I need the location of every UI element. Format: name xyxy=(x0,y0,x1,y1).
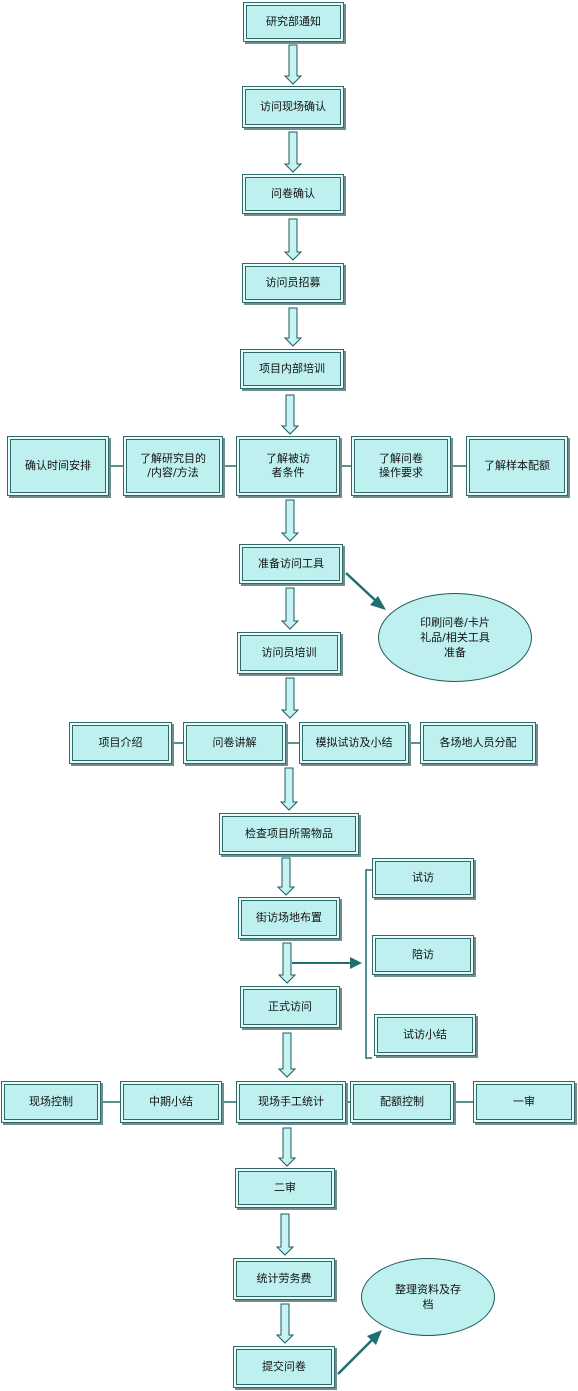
side-midterm-summary: 中期小结 xyxy=(120,1081,222,1123)
side-site-control: 现场控制 xyxy=(1,1081,101,1123)
step-check-items: 检查项目所需物品 xyxy=(219,813,359,855)
down-arrow-13 xyxy=(275,1213,295,1256)
step-interviewer-recruit: 访问员招募 xyxy=(242,263,344,303)
down-arrow-4 xyxy=(280,394,300,435)
step-prepare-tools: 准备访问工具 xyxy=(239,544,343,584)
branch-accompanied-visit: 陪访 xyxy=(372,935,474,975)
down-arrow-9 xyxy=(276,857,296,896)
branch-trial-visit: 试访 xyxy=(372,858,474,898)
archive-arrow-line xyxy=(337,1339,373,1375)
side-questionnaire-requirements: 了解问卷 操作要求 xyxy=(351,436,451,496)
down-arrow-7 xyxy=(280,677,300,719)
step-research-notice: 研究部通知 xyxy=(243,2,344,42)
step-questionnaire-confirm: 问卷确认 xyxy=(242,174,344,214)
down-arrow-1 xyxy=(283,131,303,173)
side-project-intro: 项目介绍 xyxy=(69,722,172,764)
down-arrow-2 xyxy=(283,218,303,261)
side-confirm-schedule: 确认时间安排 xyxy=(7,436,109,496)
down-arrow-6 xyxy=(280,587,300,630)
side-research-purpose: 了解研究目的 /内容/方法 xyxy=(123,436,223,496)
down-arrow-0 xyxy=(283,44,303,85)
side-sample-quota: 了解样本配额 xyxy=(466,436,568,496)
tools-arrow-line xyxy=(345,572,377,602)
down-arrow-8 xyxy=(279,767,299,811)
step-labor-fee: 统计劳务费 xyxy=(233,1258,335,1300)
note-print-materials: 印刷问卷/卡片 礼品/相关工具 准备 xyxy=(378,593,532,682)
step-site-confirm: 访问现场确认 xyxy=(242,86,344,128)
side-mock-visit: 模拟试访及小结 xyxy=(299,722,409,764)
branch-arrow-head xyxy=(350,957,362,969)
side-questionnaire-explain: 问卷讲解 xyxy=(183,722,286,764)
step-respondent-conditions: 了解被访 者条件 xyxy=(236,436,340,496)
down-arrow-12 xyxy=(277,1127,297,1167)
step-interviewer-training: 访问员培训 xyxy=(237,632,341,674)
step-manual-stats: 现场手工统计 xyxy=(236,1081,346,1123)
side-staff-allocation: 各场地人员分配 xyxy=(420,722,536,764)
tools-arrow-head xyxy=(370,596,386,610)
down-arrow-3 xyxy=(283,307,303,347)
step-site-layout: 街访场地布置 xyxy=(238,897,340,939)
archive-arrow-head xyxy=(367,1330,382,1345)
down-arrow-10 xyxy=(277,942,297,984)
step-submit-questionnaire: 提交问卷 xyxy=(233,1346,335,1388)
side-quota-control: 配额控制 xyxy=(350,1081,454,1123)
branch-bracket xyxy=(365,869,372,1059)
down-arrow-5 xyxy=(280,499,300,542)
branch-trial-summary: 试访小结 xyxy=(374,1014,476,1056)
step-internal-training: 项目内部培训 xyxy=(240,349,344,389)
note-archive-data: 整理资料及存 档 xyxy=(361,1258,495,1336)
side-first-review: 一审 xyxy=(473,1081,575,1123)
down-arrow-14 xyxy=(275,1303,295,1344)
step-second-review: 二审 xyxy=(235,1168,335,1208)
down-arrow-11 xyxy=(277,1032,297,1078)
step-formal-visit: 正式访问 xyxy=(240,986,340,1028)
